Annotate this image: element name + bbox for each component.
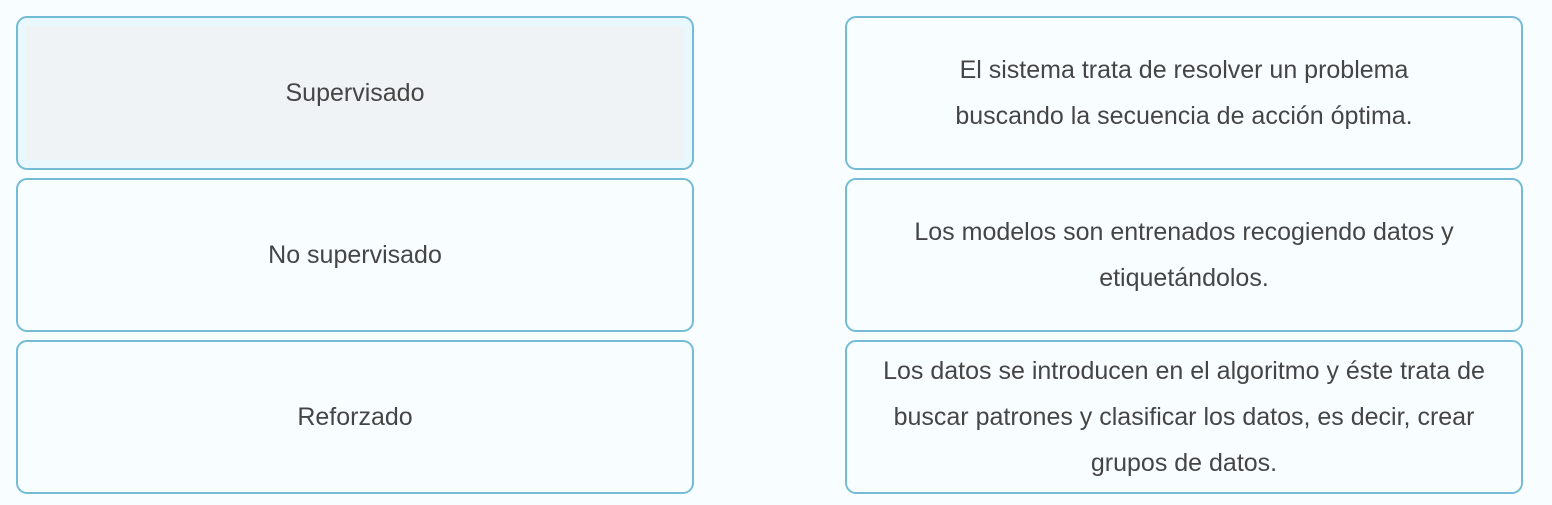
match-term-supervisado[interactable]: Supervisado bbox=[16, 16, 694, 170]
term-label: Supervisado bbox=[285, 79, 425, 107]
term-label: No supervisado bbox=[268, 241, 442, 269]
definition-text: Los datos se introducen en el algoritmo … bbox=[883, 357, 1485, 477]
term-label: Reforzado bbox=[297, 403, 413, 431]
definition-text: Los modelos son entrenados recogiendo da… bbox=[914, 218, 1454, 292]
match-term-no-supervisado[interactable]: No supervisado bbox=[16, 178, 694, 332]
match-definition-1[interactable]: El sistema trata de resolver un problema… bbox=[845, 16, 1523, 170]
definition-text: El sistema trata de resolver un problema… bbox=[955, 56, 1413, 130]
match-definition-2[interactable]: Los modelos son entrenados recogiendo da… bbox=[845, 178, 1523, 332]
match-term-reforzado[interactable]: Reforzado bbox=[16, 340, 694, 494]
match-definition-3[interactable]: Los datos se introducen en el algoritmo … bbox=[845, 340, 1523, 494]
